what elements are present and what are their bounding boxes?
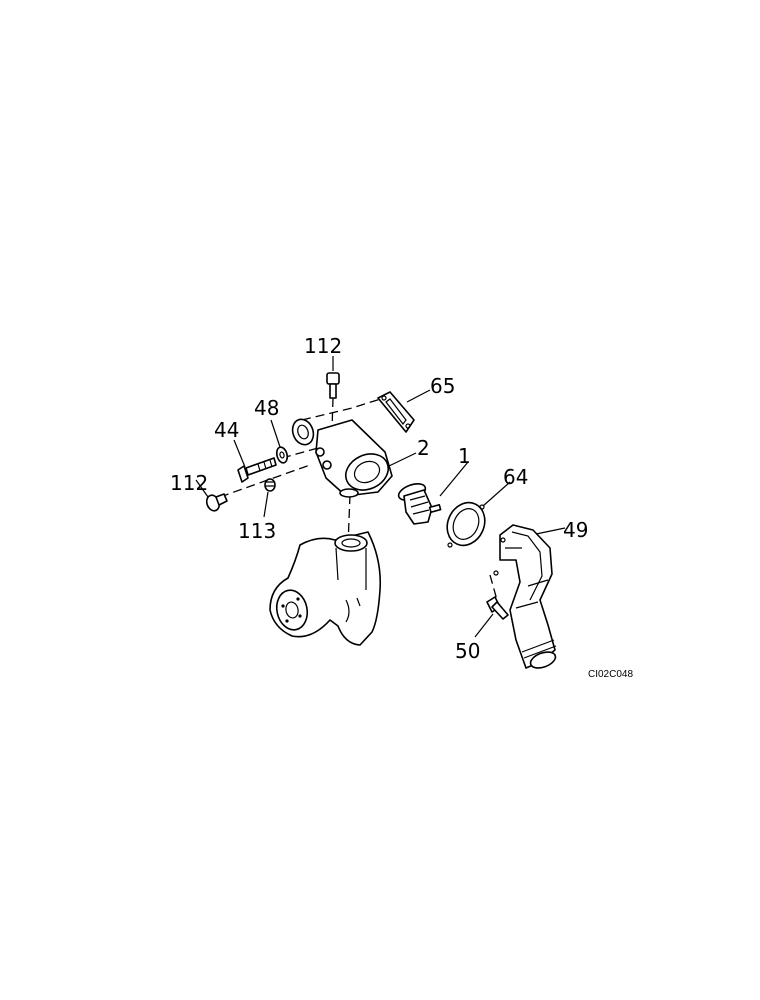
gasket-64 <box>446 501 486 548</box>
bolt-44 <box>237 457 277 483</box>
water-pump <box>269 531 382 646</box>
bolt-112-top <box>326 372 340 399</box>
callout-50: 50 <box>455 639 480 663</box>
callout-44: 44 <box>214 418 239 442</box>
thermostat-1 <box>397 483 442 525</box>
bolt-112-left <box>205 493 228 512</box>
assembly-lines <box>219 395 498 601</box>
callout-64: 64 <box>503 465 528 489</box>
callout-112-top: 112 <box>304 334 342 358</box>
gasket-65 <box>377 391 415 433</box>
callout-112-left: 112 <box>170 471 208 495</box>
callout-113: 113 <box>238 519 276 543</box>
pipe-49 <box>493 524 557 669</box>
thermostat-housing <box>291 418 393 498</box>
plug-113 <box>264 478 276 492</box>
callout-65: 65 <box>430 374 455 398</box>
callout-49: 49 <box>563 518 588 542</box>
callout-48: 48 <box>254 396 279 420</box>
washer-48 <box>275 446 289 464</box>
figure-code: CI02C048 <box>588 669 633 680</box>
leader-lines <box>195 356 566 638</box>
bolt-50 <box>486 596 509 620</box>
callout-1: 1 <box>458 444 471 468</box>
callout-labels: 112 65 48 44 2 1 64 112 113 49 50 <box>170 334 588 663</box>
callout-2: 2 <box>417 436 430 460</box>
